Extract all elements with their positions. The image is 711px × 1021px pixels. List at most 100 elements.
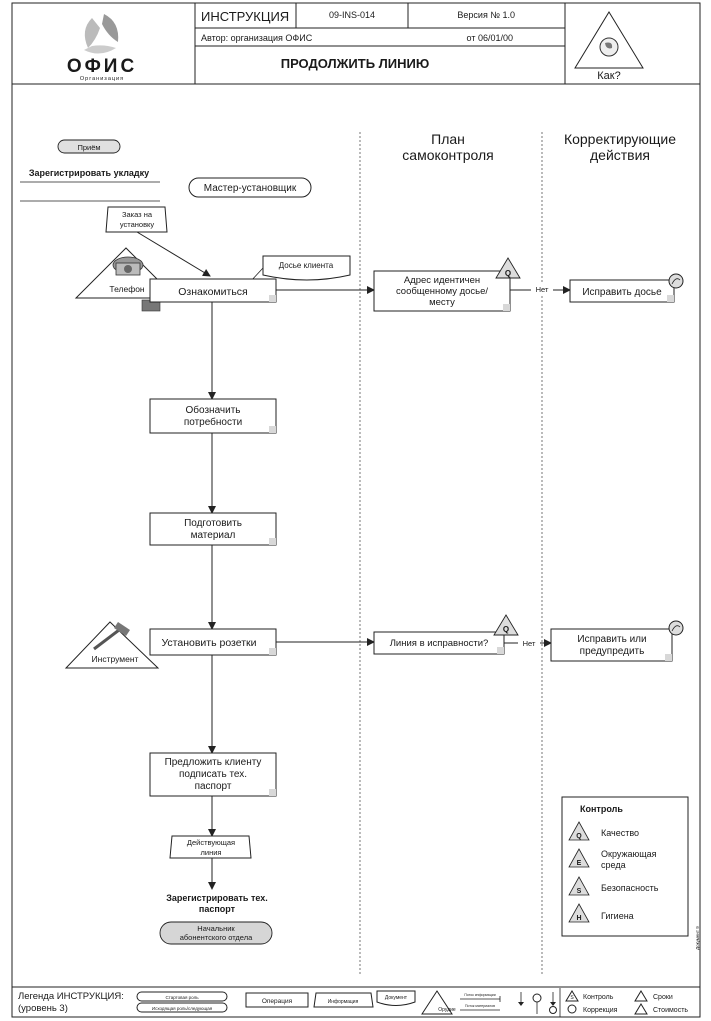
svg-text:Подготовить: Подготовить: [184, 518, 242, 529]
svg-text:линия: линия: [201, 848, 222, 857]
correction-icon: [668, 620, 684, 636]
svg-text:Предложить клиенту: Предложить клиенту: [165, 757, 262, 768]
svg-text:Исправить или: Исправить или: [577, 634, 646, 645]
legend-deadlines: Сроки: [653, 994, 673, 1001]
svg-text:Обозначить: Обозначить: [186, 404, 241, 416]
column-header-corrective: Корректирующие: [564, 131, 676, 147]
svg-text:подписать тех.: подписать тех.: [179, 769, 247, 780]
register-laying-label: Зарегистрировать укладку: [29, 168, 149, 178]
svg-text:Ознакомиться: Ознакомиться: [178, 286, 247, 298]
control-legend-title: Контроль: [580, 804, 623, 814]
doc-type: ИНСТРУКЦИЯ: [201, 9, 289, 24]
svg-text:Линия в исправности?: Линия в исправности?: [390, 638, 489, 649]
operation-acquaint: Ознакомиться: [149, 278, 277, 303]
phone-label: Телефон: [109, 284, 145, 294]
tool-label: Инструмент: [92, 654, 139, 664]
svg-text:Q: Q: [576, 833, 582, 840]
correction-icon: [668, 273, 684, 289]
no-label: Нет: [523, 639, 536, 648]
page-frame: [11, 2, 701, 1018]
svg-text:Начальник: Начальник: [197, 924, 235, 933]
operation-fix-file: Исправить досье: [569, 279, 675, 303]
legend-control: Контроль: [583, 994, 614, 1001]
legend-start-role: Стартовая роль: [165, 995, 199, 1000]
column-header-corrective-2: действия: [590, 147, 650, 163]
operation-needs: Обозначить потребности: [149, 398, 277, 434]
legend-flow-info: Поток информации: [464, 993, 495, 997]
legend-document: Документ: [385, 995, 408, 1001]
legend-info: Информация: [328, 999, 359, 1005]
active-line-info: Действующая линия: [169, 835, 252, 859]
client-file-document: Досье клиента: [262, 255, 351, 281]
svg-text:Исправить досье: Исправить досье: [582, 287, 662, 298]
doc-code: 09-INS-014: [329, 10, 375, 20]
check-address: Адрес идентичен сообщенному досье/ месту: [373, 270, 511, 312]
how-label: Как?: [597, 70, 620, 82]
svg-text:Действующая: Действующая: [187, 838, 235, 847]
logo-sub: Организация: [80, 76, 124, 82]
svg-text:Q: Q: [503, 625, 509, 634]
legend-tool: Орудие: [438, 1007, 456, 1013]
svg-text:Гигиена: Гигиена: [601, 911, 634, 921]
operation-prepare: Подготовить материал: [149, 512, 277, 546]
svg-text:абонентского отдела: абонентского отдела: [180, 933, 253, 942]
quality-check-icon: Q: [493, 614, 519, 636]
logo: ОФИС Организация: [67, 14, 137, 82]
register-passport-label: Зарегистрировать тех.: [166, 893, 268, 903]
side-note: Документ 9: [695, 926, 700, 950]
master-installer-role: Мастер-установщик: [188, 177, 312, 198]
operation-install: Установить розетки: [149, 628, 277, 656]
svg-text:установку: установку: [120, 220, 155, 229]
svg-text:H: H: [576, 915, 581, 922]
svg-text:Q: Q: [505, 269, 511, 278]
quality-check-icon: Q: [495, 257, 521, 279]
doc-author: Автор: организация ОФИС: [201, 33, 313, 43]
logo-text: ОФИС: [67, 56, 137, 77]
register-passport-label-2: паспорт: [199, 904, 236, 914]
order-document: Заказ на установку: [105, 206, 168, 233]
control-hygiene: H Гигиена: [568, 903, 634, 923]
control-legend: Контроль Q Качество E Окружающая среда S…: [561, 796, 689, 937]
svg-text:потребности: потребности: [184, 416, 242, 428]
svg-text:Безопасность: Безопасность: [601, 883, 659, 893]
column-header-self-control-2: самоконтроля: [402, 147, 493, 163]
svg-text:сообщенному досье/: сообщенному досье/: [396, 286, 488, 297]
footer-legend: Легенда ИНСТРУКЦИЯ: (уровень 3) Стартова…: [12, 986, 700, 1017]
svg-text:Установить розетки: Установить розетки: [161, 637, 256, 649]
legend-correction: Коррекция: [583, 1007, 618, 1014]
svg-text:материал: материал: [191, 530, 236, 541]
svg-text:паспорт: паспорт: [195, 781, 232, 792]
operation-offer: Предложить клиенту подписать тех. паспор…: [149, 752, 277, 797]
svg-text:Заказ на: Заказ на: [122, 210, 153, 219]
svg-text:Приём: Приём: [77, 143, 100, 152]
head-office-role: Начальник абонентского отдела: [159, 921, 273, 945]
column-header-self-control: План: [431, 131, 465, 147]
start-event: Приём: [57, 139, 121, 154]
check-line: Линия в исправности?: [373, 631, 505, 655]
legend-other-role: Исходящая роль/следующая: [152, 1006, 213, 1011]
legend-level: (уровень 3): [18, 1003, 68, 1014]
svg-text:предупредить: предупредить: [580, 646, 645, 657]
no-label: Нет: [536, 285, 549, 294]
doc-title: ПРОДОЛЖИТЬ ЛИНИЮ: [281, 56, 430, 71]
legend-flow-material: Поток материалов: [465, 1004, 495, 1008]
svg-text:месту: месту: [429, 297, 455, 308]
svg-text:Качество: Качество: [601, 828, 639, 838]
header: ОФИС Организация ИНСТРУКЦИЯ 09-INS-014 В…: [12, 3, 700, 85]
control-quality: Q Качество: [568, 821, 639, 841]
svg-text:S: S: [570, 995, 574, 1001]
svg-text:Окружающая: Окружающая: [601, 849, 657, 859]
operation-fix-or-warn: Исправить или предупредить: [550, 628, 673, 662]
legend-operation: Операция: [262, 998, 293, 1005]
control-safety: S Безопасность: [568, 876, 659, 896]
doc-version: Версия № 1.0: [457, 10, 515, 20]
how-triangle-icon: [574, 11, 644, 69]
svg-text:Мастер-установщик: Мастер-установщик: [204, 183, 297, 194]
svg-text:E: E: [577, 860, 582, 867]
svg-text:S: S: [577, 888, 582, 895]
legend-title: Легенда ИНСТРУКЦИЯ:: [18, 991, 124, 1002]
control-environment: E Окружающая среда: [568, 848, 657, 870]
flow-arrow: [136, 231, 211, 277]
doc-date: от 06/01/00: [467, 33, 513, 43]
